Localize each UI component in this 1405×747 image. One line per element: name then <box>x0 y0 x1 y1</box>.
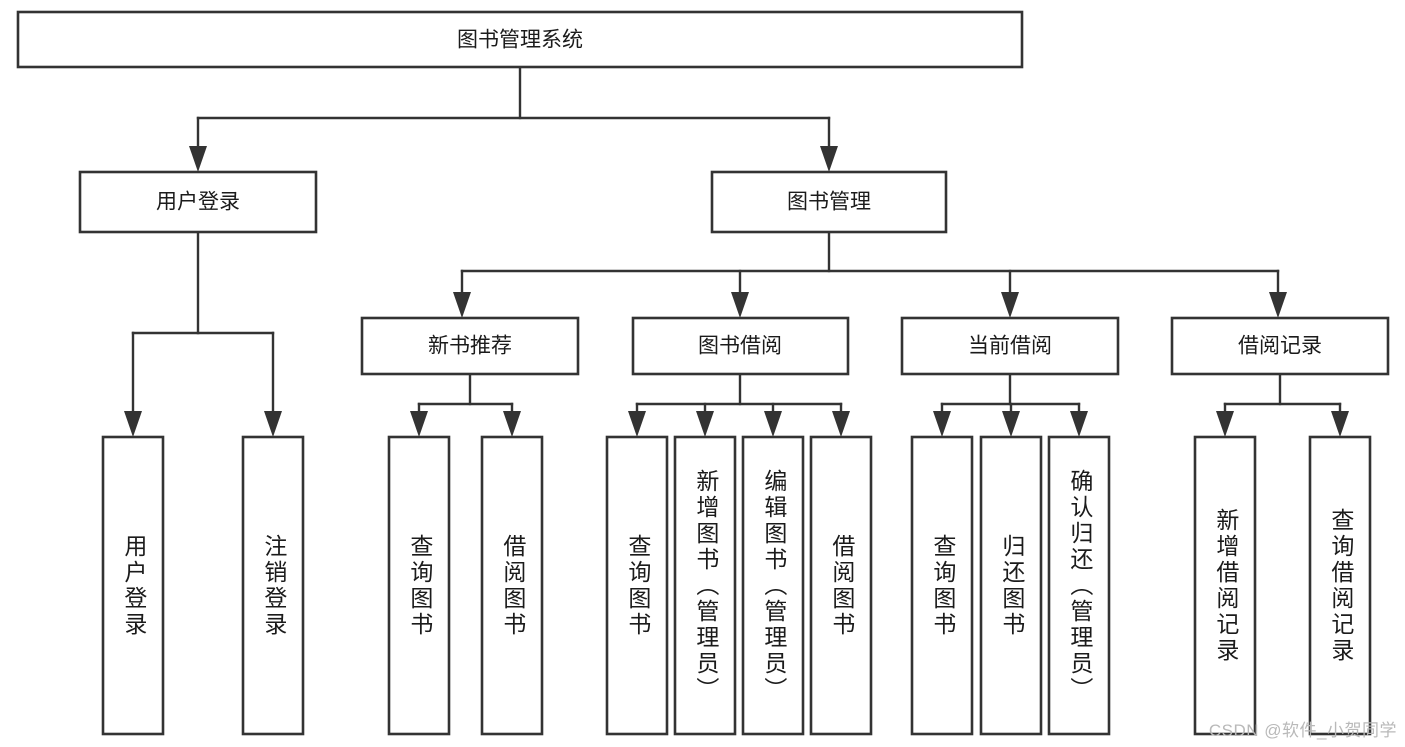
node-box-leaf-borrow-record-1[interactable] <box>1193 435 1257 736</box>
node-box-leaf-new-book-1[interactable] <box>387 435 451 736</box>
arrow-currentborrow-leaf-1 <box>933 411 951 437</box>
node-box-leaf-book-borrow-2[interactable] <box>673 435 737 736</box>
arrow-bookmgmt-to-new-book <box>453 292 471 318</box>
arrow-bookborrow-leaf-4 <box>832 411 850 437</box>
node-box-leaf-new-book-2[interactable] <box>480 435 544 736</box>
node-label-borrow-record: 借阅记录 <box>1238 335 1322 358</box>
node-box-leaf-borrow-record-2[interactable] <box>1308 435 1372 736</box>
node-box-leaf-user-login-1[interactable] <box>101 435 165 736</box>
arrow-bookborrow-leaf-2 <box>696 411 714 437</box>
arrow-borrowrecord-leaf-1 <box>1216 411 1234 437</box>
node-box-leaf-book-borrow-1[interactable] <box>605 435 669 736</box>
node-label-book-borrow: 图书借阅 <box>698 335 782 358</box>
arrow-bookmgmt-to-borrow <box>731 292 749 318</box>
node-box-leaf-book-borrow-4[interactable] <box>809 435 873 736</box>
node-box-book-management[interactable] <box>710 170 948 234</box>
arrow-newbook-leaf-1 <box>410 411 428 437</box>
arrow-borrowrecord-leaf-2 <box>1331 411 1349 437</box>
node-label-new-book-recommend: 新书推荐 <box>428 335 512 358</box>
arrow-userlogin-leaf-2 <box>264 411 282 437</box>
arrow-bookmgmt-to-current <box>1001 292 1019 318</box>
arrow-newbook-leaf-2 <box>503 411 521 437</box>
node-box-root[interactable] <box>16 10 1024 69</box>
node-box-user-login[interactable] <box>78 170 318 234</box>
node-label-root: 图书管理系统 <box>457 29 583 52</box>
watermark-text: CSDN @软件_小贺同学 <box>1208 721 1397 740</box>
node-box-leaf-book-borrow-3[interactable] <box>741 435 805 736</box>
arrow-bookborrow-leaf-3 <box>764 411 782 437</box>
node-box-new-book-recommend[interactable] <box>360 316 580 376</box>
arrow-bookborrow-leaf-1 <box>628 411 646 437</box>
node-box-leaf-current-borrow-1[interactable] <box>910 435 974 736</box>
node-box-leaf-current-borrow-2[interactable] <box>979 435 1043 736</box>
arrow-currentborrow-leaf-3 <box>1070 411 1088 437</box>
node-label-user-login: 用户登录 <box>156 191 240 214</box>
arrow-root-to-user-login <box>189 146 207 172</box>
arrow-currentborrow-leaf-2 <box>1002 411 1020 437</box>
node-label-current-borrow: 当前借阅 <box>968 335 1052 358</box>
node-box-book-borrow[interactable] <box>631 316 850 376</box>
node-box-borrow-record[interactable] <box>1170 316 1390 376</box>
arrow-userlogin-leaf-1 <box>124 411 142 437</box>
arrow-root-to-book-mgmt <box>820 146 838 172</box>
node-layer: 图书管理系统 用户登录 图书管理 新书推荐 图书借阅 当前借阅 借阅记录 <box>16 10 1390 736</box>
connector-layer <box>124 65 1349 437</box>
node-box-current-borrow[interactable] <box>900 316 1120 376</box>
node-box-leaf-current-borrow-3[interactable] <box>1047 435 1111 736</box>
node-label-book-management: 图书管理 <box>787 191 871 214</box>
node-box-leaf-user-login-2[interactable] <box>241 435 305 736</box>
arrow-bookmgmt-to-record <box>1269 292 1287 318</box>
